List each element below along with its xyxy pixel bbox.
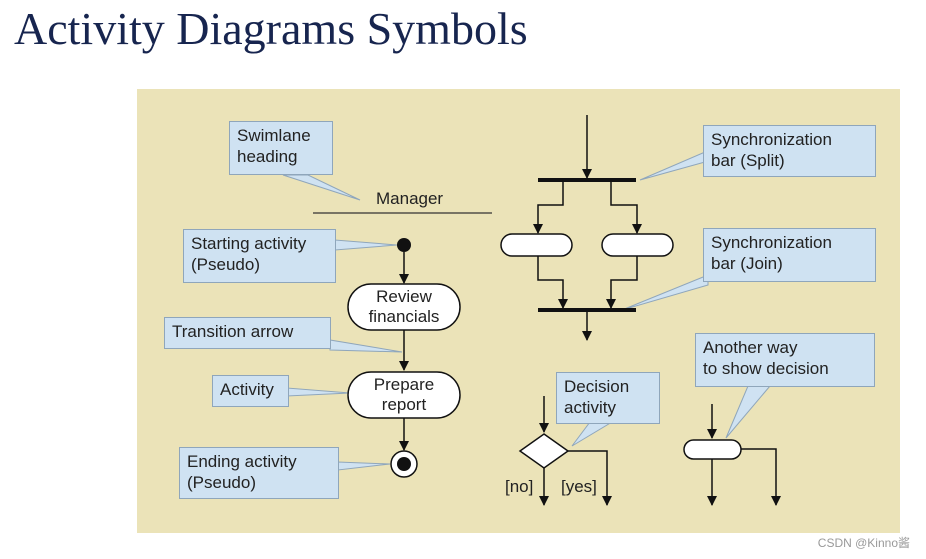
transition-arrow [606,256,638,309]
swimlane-heading-label: Manager [376,189,444,208]
callout-sync-split: Synchronization bar (Split) [703,125,876,177]
prepare-report-activity: Prepare report [373,375,435,414]
callout-transition-arrow: Transition arrow [164,317,331,349]
transition-arrow [537,256,568,309]
callout-another-way: Another way to show decision [695,333,875,387]
transition-arrow [741,448,781,506]
left-flow [390,238,418,478]
review-financials-activity: Review financials [368,287,440,326]
decision-yes-label: [yes] [561,477,597,496]
decision-activity-shape [683,439,742,460]
callout-pointers [282,151,772,471]
callout-decision-activity: Decision activity [556,372,660,424]
decision-flow [518,396,612,506]
transition-arrow [610,180,642,234]
prepare-activity-shape [347,371,461,419]
split-activity-left [500,233,573,257]
transition-arrow [568,450,612,506]
page-title: Activity Diagrams Symbols [14,3,528,54]
decision-diamond [518,433,570,469]
decision-no-label: [no] [505,477,534,496]
start-node [397,238,411,252]
callout-ending-activity: Ending activity (Pseudo) [179,447,339,499]
callout-sync-join: Synchronization bar (Join) [703,228,876,282]
callout-starting-activity: Starting activity (Pseudo) [183,229,336,283]
watermark: CSDN @Kinno酱 [817,536,910,550]
alt-decision-flow [707,404,781,506]
end-node-inner [397,457,411,471]
review-activity-shape [347,283,461,331]
callout-activity: Activity [212,375,289,407]
sync-flow [533,115,642,341]
transition-arrow [533,180,564,234]
callout-swimlane-heading: Swimlane heading [229,121,333,175]
split-activity-right [601,233,674,257]
